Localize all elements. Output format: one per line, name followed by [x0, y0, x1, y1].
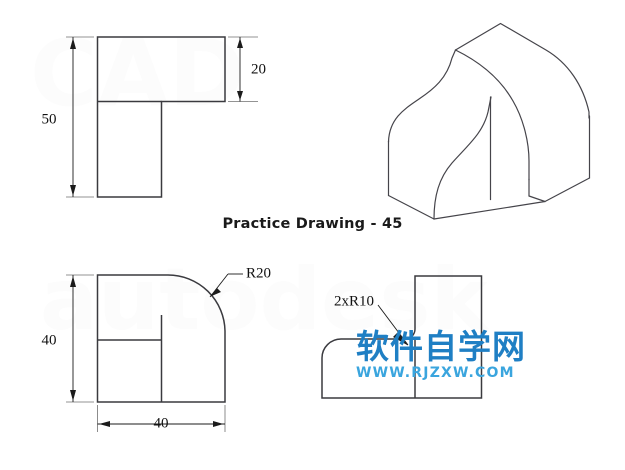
- front-view-dim-20: 20: [228, 36, 266, 102]
- top-view-dim-40-horizontal: 40: [97, 405, 226, 432]
- page-title: Practice Drawing - 45: [222, 216, 403, 232]
- front-view-dim-50: 50: [42, 36, 94, 198]
- front-view-geometry: [96, 36, 226, 198]
- top-view-dim-40-horizontal-label: 40: [154, 415, 169, 431]
- top-view-note-r20: R20: [209, 265, 271, 298]
- front-view-dim-50-label: 50: [42, 111, 57, 127]
- top-view-note-r20-label: R20: [246, 265, 271, 281]
- side-view-note-2xr10-label: 2xR10: [334, 293, 374, 309]
- isometric-view-geometry: [387, 22, 591, 220]
- front-view-dim-20-label: 20: [251, 61, 266, 77]
- top-view-dim-40-vertical: 40: [42, 274, 94, 403]
- top-view-dim-40-vertical-label: 40: [42, 332, 57, 348]
- side-view-geometry: [321, 275, 483, 399]
- top-view-geometry: [96, 274, 226, 403]
- side-view-note-2xr10: 2xR10: [334, 293, 409, 346]
